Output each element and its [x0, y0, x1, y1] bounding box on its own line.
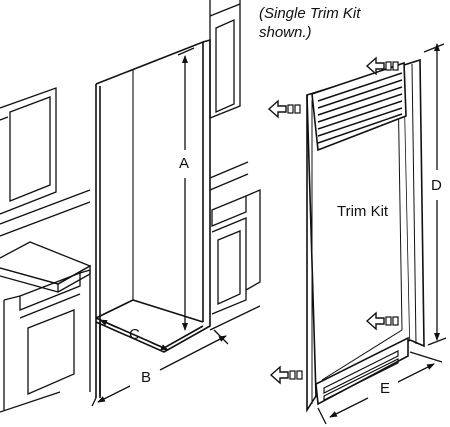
- airflow-arrow-icon: [268, 100, 301, 118]
- right-cabinets: [209, 0, 261, 331]
- caption-line-2: shown.): [259, 24, 312, 41]
- cabinet-opening: [95, 38, 211, 398]
- caption: (Single Trim Kit shown.): [259, 4, 439, 42]
- caption-line-1: (Single Trim Kit: [259, 5, 361, 22]
- airflow-arrow-icon: [270, 366, 303, 384]
- trim-kit-panel: [306, 58, 425, 413]
- dimension-e-label: E: [380, 380, 391, 397]
- dimension-c-label: C: [129, 326, 140, 343]
- dimension-d-line: [423, 43, 447, 346]
- dimension-d-label: D: [431, 177, 442, 194]
- dimension-a-label: A: [179, 155, 190, 172]
- dimension-c-line: [99, 319, 169, 351]
- bottom-grille-slots: [323, 350, 399, 401]
- dimension-b-line: [91, 329, 229, 407]
- dimension-a-line: [177, 47, 195, 331]
- dimension-b-label: B: [141, 369, 152, 386]
- dimension-e-line: [317, 351, 443, 425]
- top-grille-louvers: [317, 72, 403, 144]
- kitchen-cabinets: [0, 87, 92, 413]
- trim-kit-label: Trim Kit: [337, 203, 389, 220]
